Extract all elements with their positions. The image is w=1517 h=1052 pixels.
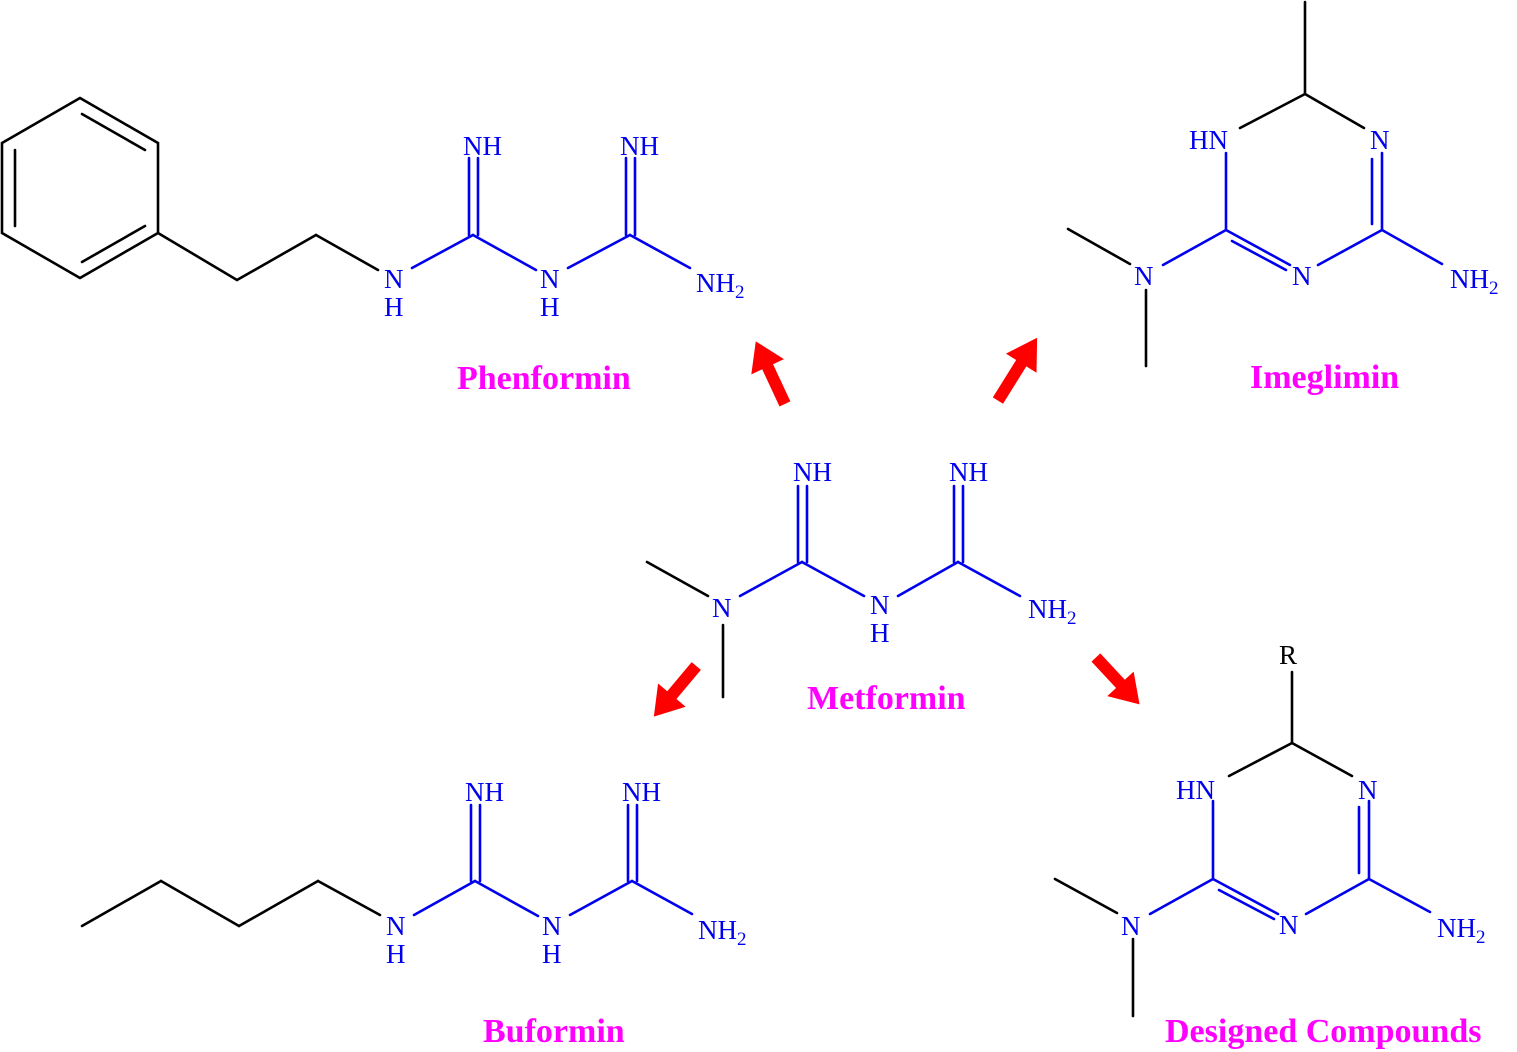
nh2-subscript: 2 [735,282,745,303]
amine-n-label: N [870,590,890,620]
ring-n-label: N [1370,125,1390,155]
imine-nh-label: NH [949,457,988,487]
dimethylamine-n-label: N [1121,911,1141,941]
nh2-label: NH2 [696,268,745,303]
imeglimin-structure: HN N N N NH2 [1066,0,1499,368]
nh2-label: NH2 [698,915,747,950]
ring-hn-label: HN [1189,125,1228,155]
buformin-structure: NH NH N H N H NH2 [80,777,747,969]
nh2-label: NH2 [1028,594,1077,629]
imine-nh-label: NH [622,777,661,807]
arrow-to-buformin [653,662,701,717]
dimethylamine-n-label: N [1134,261,1154,291]
ring-n-label: N [1292,261,1312,291]
amine-n-label: N [540,264,560,294]
nh2-label: NH2 [1450,264,1499,299]
arrow-to-phenformin [751,341,791,407]
nh2-main: NH [1028,594,1067,624]
ring-hn-label: HN [1176,775,1215,805]
nh2-label: NH2 [1437,913,1486,948]
buformin-label: Buformin [483,1013,625,1050]
amine-n-label: N [386,911,406,941]
nh2-subscript: 2 [737,929,747,950]
ring-n-label: N [1358,775,1378,805]
designed-compounds-structure: R HN N N N NH2 [1053,640,1486,1018]
metformin-structure: NH NH N N H NH2 [645,457,1077,699]
nh2-main: NH [1450,264,1489,294]
nh2-main: NH [698,915,737,945]
imine-nh-label: NH [465,777,504,807]
amine-h-label: H [384,292,404,322]
nh2-subscript: 2 [1067,608,1077,629]
amine-h-label: H [870,618,890,648]
arrow-to-designed-compounds [1091,653,1140,705]
arrow-to-imeglimin [992,337,1038,404]
dimethylamine-n-label: N [712,593,732,623]
ring-n-label: N [1279,910,1299,940]
r-group-label: R [1279,640,1297,670]
amine-n-label: N [542,911,562,941]
phenformin-structure: NH NH N H N H NH2 [0,96,745,322]
amine-h-label: H [542,939,562,969]
designed-compounds-label: Designed Compounds [1165,1013,1481,1050]
amine-h-label: H [386,939,406,969]
imeglimin-label: Imeglimin [1250,359,1399,396]
phenformin-label: Phenformin [457,360,631,397]
amine-h-label: H [540,292,560,322]
nh2-main: NH [696,268,735,298]
nh2-main: NH [1437,913,1476,943]
imine-nh-label: NH [463,131,502,161]
metformin-label: Metformin [807,680,966,717]
imine-nh-label: NH [793,457,832,487]
nh2-subscript: 2 [1489,278,1499,299]
imine-nh-label: NH [620,131,659,161]
amine-n-label: N [384,264,404,294]
nh2-subscript: 2 [1476,927,1486,948]
